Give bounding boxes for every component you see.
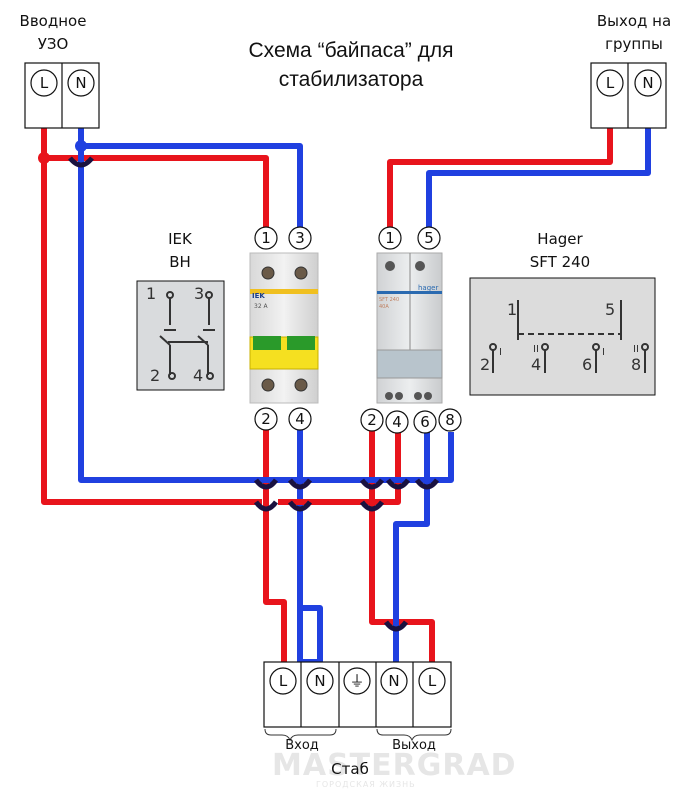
title-line2: стабилизатора [278, 68, 424, 91]
stabilizer-label: Стаб [331, 760, 369, 778]
input-rcd-terminal-n: N [75, 74, 87, 92]
input-rcd-label: Вводное УЗО [8, 10, 98, 56]
output-groups-label: Выход на группы [576, 10, 692, 56]
hager-terminal-1: 1 [385, 229, 395, 247]
hager-schematic-label-5: 5 [605, 300, 616, 319]
output-groups-label-line2: группы [605, 35, 663, 53]
wire-rcd-n-bus [78, 146, 258, 483]
wire-iek-2-to-stab-l [263, 430, 287, 662]
wire-hager-4-to-red-bus [278, 432, 401, 505]
hager-schematic-pos-3: I [602, 347, 605, 358]
hager-schematic-pos-4: II [633, 344, 639, 355]
input-rcd-label-line1: Вводное [19, 12, 87, 30]
hager-terminal-5: 5 [424, 229, 434, 247]
stab-output-label: Выход [392, 738, 436, 753]
wire-hager-2-to-stab-out-l [369, 430, 435, 662]
hager-schematic-label-4: 4 [531, 355, 542, 374]
hager-terminal-4: 4 [392, 413, 402, 431]
output-groups-block [590, 62, 667, 129]
junction-dot-n [75, 140, 87, 152]
ground-icon: ⏚ [349, 672, 365, 690]
input-brace [264, 728, 337, 742]
hager-schematic [469, 277, 656, 396]
hager-label: Hager SFT 240 [510, 228, 610, 274]
input-rcd-block [24, 62, 100, 129]
hager-label-line1: Hager [537, 230, 583, 248]
iek-schematic [136, 280, 225, 391]
iek-terminal-2: 2 [261, 410, 271, 428]
iek-label-line1: IEK [168, 230, 192, 248]
wire-out-n-to-hager-5 [426, 128, 651, 230]
hager-schematic-label-1: 1 [507, 300, 518, 319]
hager-terminal-8: 8 [445, 411, 455, 429]
wire-rcd-l-bus [41, 158, 262, 505]
stab-terminal-out-l: L [427, 672, 437, 690]
iek-device-brand: IEK [252, 292, 265, 300]
hager-schematic-label-2: 2 [480, 355, 491, 374]
iek-label: IEK ВН [150, 228, 210, 274]
hager-device-model: SFT 240 [379, 297, 400, 303]
iek-schematic-label-4: 4 [193, 366, 204, 385]
watermark: MASTERGRAD [272, 748, 517, 783]
hager-terminal-2: 2 [367, 411, 377, 429]
stab-terminal-in-n: N [314, 672, 326, 690]
hager-switch-device [376, 252, 443, 404]
diagram-title: Схема “байпаса” для стабилизатора [196, 36, 506, 94]
output-brace [376, 728, 452, 742]
wire-hager-8-to-blue-bus [258, 432, 454, 483]
wire-rcd-l-to-iek-1 [41, 128, 269, 230]
iek-switch-device [249, 252, 319, 404]
output-groups-terminal-n: N [642, 74, 654, 92]
iek-label-line2: ВН [169, 253, 191, 271]
hager-schematic-pos-2: II [533, 344, 539, 355]
title-line1: Схема “байпаса” для [248, 39, 454, 62]
hager-terminal-6: 6 [420, 413, 430, 431]
hager-schematic-label-8: 8 [631, 355, 642, 374]
iek-terminal-3: 3 [295, 229, 305, 247]
iek-terminal-4: 4 [295, 410, 305, 428]
wire-out-l-to-hager-1 [387, 128, 613, 230]
output-groups-terminal-l: L [605, 74, 615, 92]
hager-schematic-pos-1: I [499, 347, 502, 358]
hager-device-brand: hager [418, 284, 439, 292]
iek-schematic-label-3: 3 [194, 284, 205, 303]
junction-dot-l [38, 152, 50, 164]
wire-rcd-n-to-iek-3 [78, 128, 303, 230]
iek-schematic-label-1: 1 [146, 284, 157, 303]
iek-schematic-label-2: 2 [150, 366, 161, 385]
output-groups-label-line1: Выход на [596, 12, 672, 30]
input-rcd-label-line2: УЗО [37, 35, 69, 53]
hager-device-rating: 40A [379, 304, 389, 310]
watermark-subtext: ГОРОДСКАЯ ЖИЗНЬ [316, 780, 416, 789]
hager-label-line2: SFT 240 [529, 253, 591, 271]
stab-terminal-in-l: L [278, 672, 288, 690]
stab-terminal-out-n: N [388, 672, 400, 690]
input-rcd-terminal-l: L [39, 74, 49, 92]
stab-input-label: Вход [285, 738, 319, 753]
iek-terminal-1: 1 [261, 229, 271, 247]
stabilizer-block [263, 661, 452, 742]
iek-device-rating: 32 A [254, 303, 268, 310]
hager-schematic-label-6: 6 [582, 355, 593, 374]
